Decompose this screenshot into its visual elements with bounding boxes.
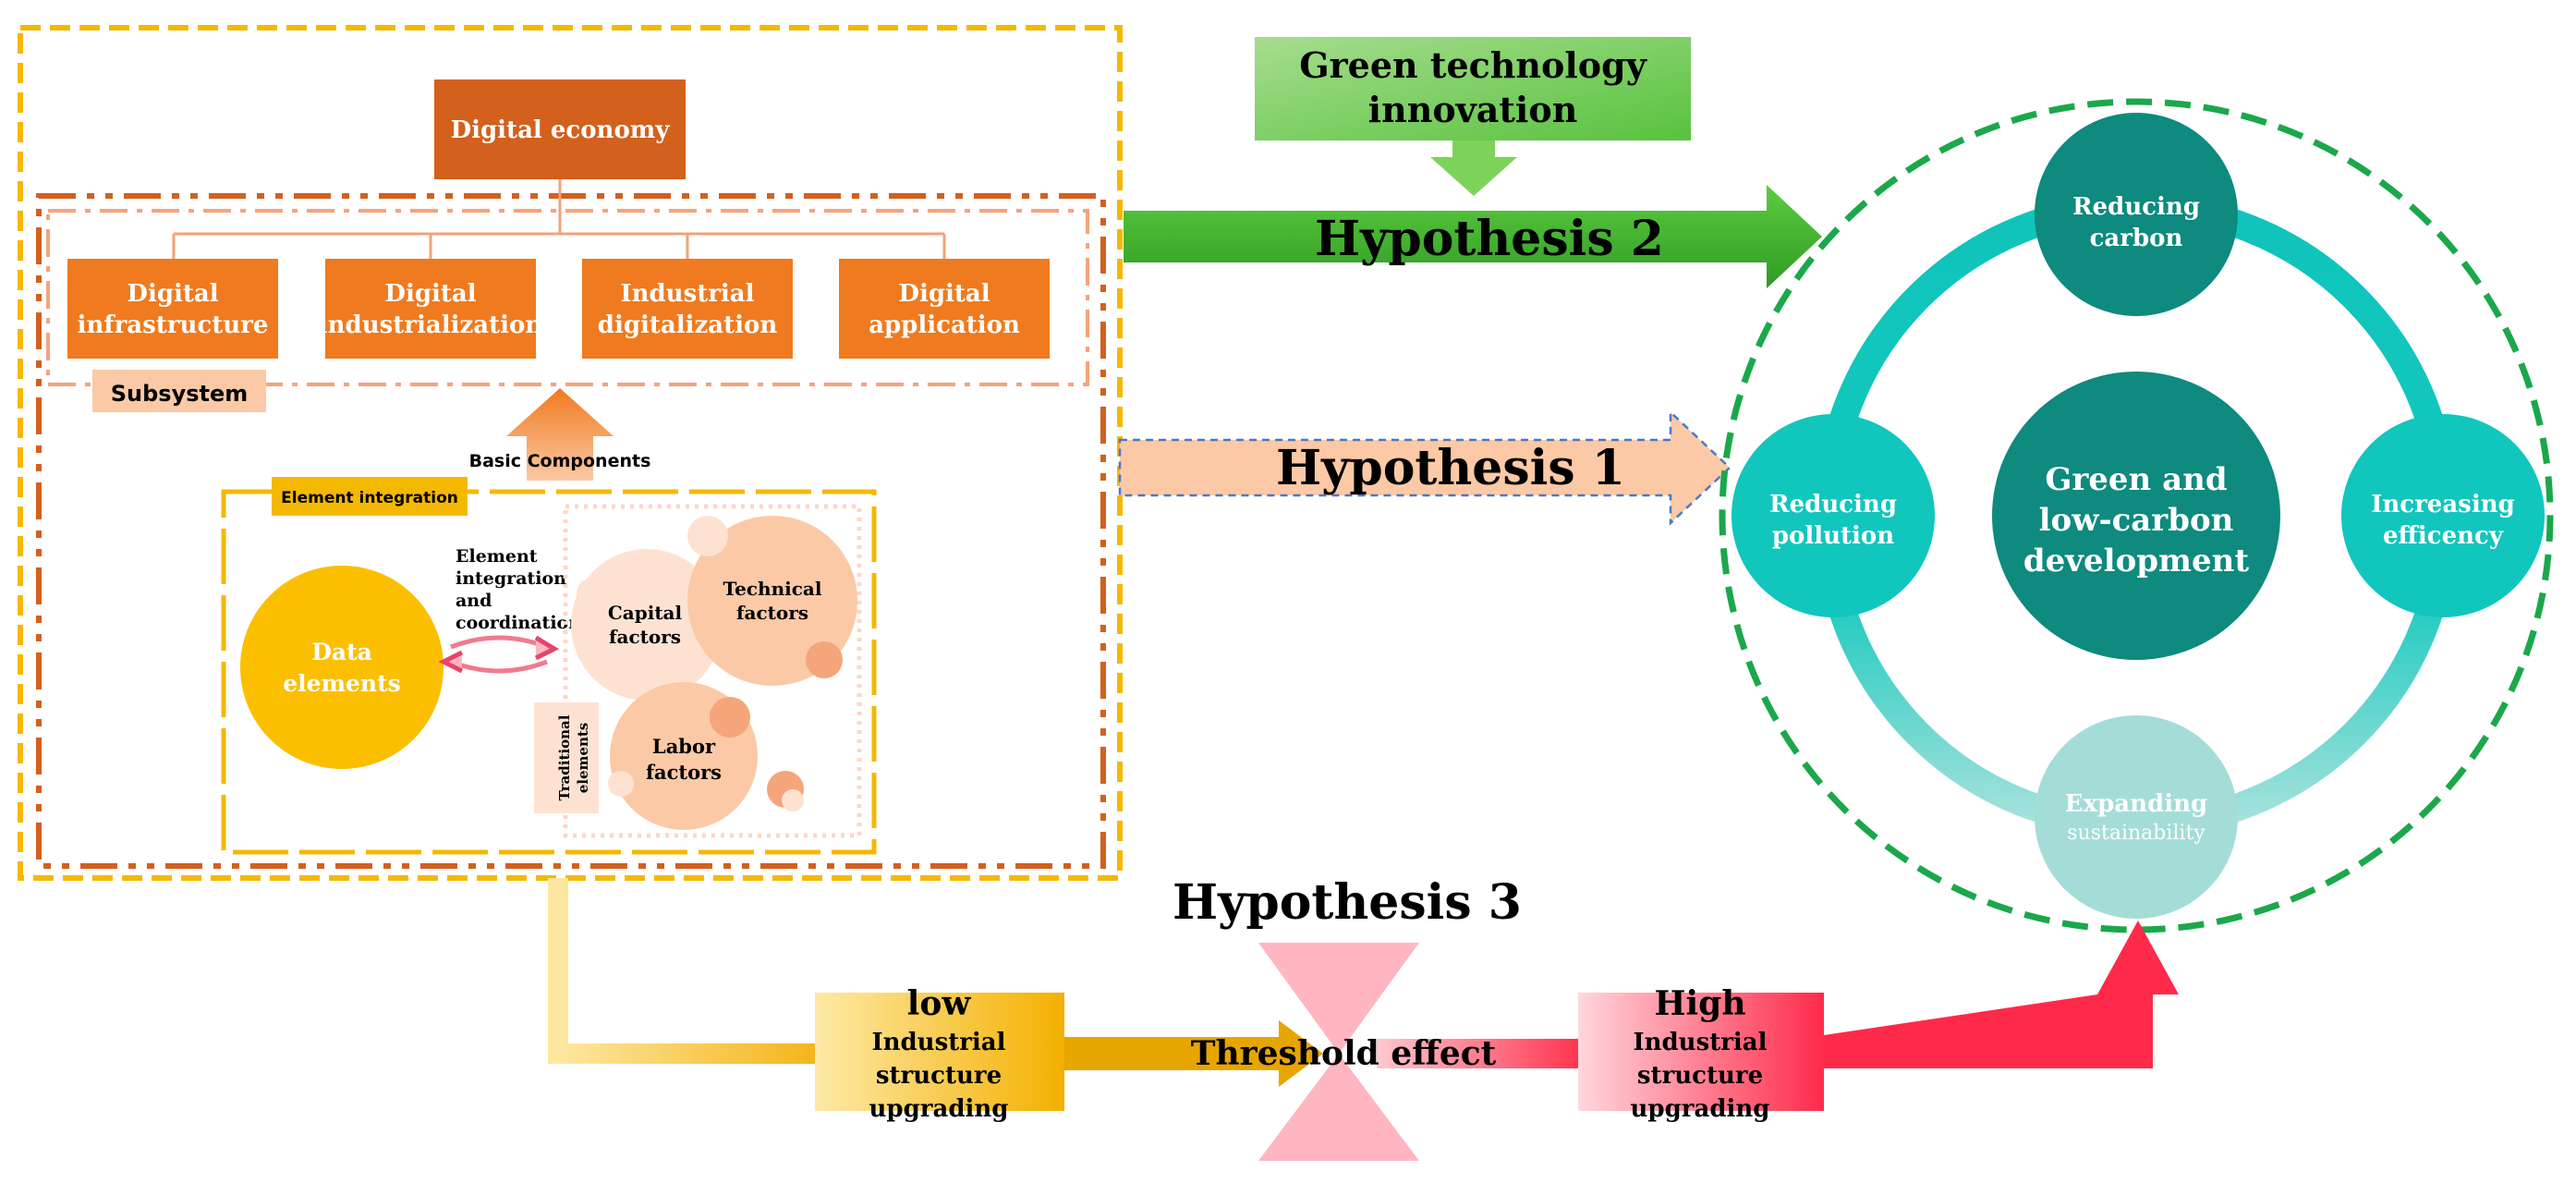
svg-text:Digital: Digital — [898, 280, 990, 308]
expanding-sustainability-circle — [2035, 715, 2238, 919]
svg-text:infrastructure: infrastructure — [78, 311, 269, 339]
svg-text:and: and — [456, 591, 492, 611]
high-label: High — [1654, 984, 1745, 1023]
svg-text:factors: factors — [609, 626, 681, 648]
svg-text:Traditional: Traditional — [556, 714, 573, 800]
digital-economy-inner-frame — [36, 193, 1106, 869]
low-upgrading-box — [815, 993, 1064, 1111]
hypothesis-2-arrow — [1124, 185, 1822, 288]
decor-bubble — [687, 516, 728, 556]
svg-text:factors: factors — [646, 761, 722, 784]
svg-text:carbon: carbon — [2090, 225, 2183, 252]
svg-text:Technical: Technical — [723, 578, 822, 600]
reducing-pollution-circle — [1732, 414, 1935, 617]
green-technology-down-arrow — [1430, 140, 1517, 196]
threshold-effect-label: Threshold effect — [1191, 1034, 1497, 1073]
decor-bubble — [782, 789, 804, 811]
svg-text:Industrial: Industrial — [620, 280, 754, 308]
digital-economy-title: Digital economy — [451, 116, 671, 144]
subsystem-label-box — [92, 370, 266, 412]
hypothesis-2-label: Hypothesis 2 — [1315, 211, 1664, 267]
center-circle — [1992, 372, 2280, 660]
low-label: low — [907, 984, 972, 1023]
traditional-elements-frame — [563, 504, 862, 838]
svg-text:Increasing: Increasing — [2371, 491, 2515, 518]
digital-economy-box — [434, 79, 686, 179]
hypothesis-1-label: Hypothesis 1 — [1276, 440, 1625, 496]
threshold-pink-link — [1377, 1039, 1578, 1068]
high-path-up-arrow — [1824, 921, 2179, 1068]
svg-text:Expanding: Expanding — [2065, 790, 2207, 818]
increasing-efficiency-circle — [2341, 414, 2545, 617]
svg-text:Reducing: Reducing — [1769, 491, 1897, 518]
svg-text:Industrial: Industrial — [1633, 1029, 1767, 1056]
decor-bubble — [608, 771, 634, 797]
svg-text:Data: Data — [311, 639, 372, 665]
basic-components-label: Basic Components — [469, 451, 651, 471]
high-path-up-arrow — [1824, 994, 2123, 1035]
svg-text:Digital: Digital — [127, 280, 218, 308]
low-path-connector — [548, 878, 815, 1064]
svg-text:innovation: innovation — [1368, 89, 1578, 130]
svg-text:Green and: Green and — [2045, 461, 2227, 498]
coordination-label: Element integration and coordination — [456, 546, 581, 633]
subsystem-connectors — [172, 179, 946, 259]
traditional-elements-label: Traditional elements — [556, 714, 591, 800]
subsystem-box-digitalization: Industrial digitalization — [582, 259, 793, 359]
svg-text:sustainability: sustainability — [2067, 822, 2205, 845]
outcome-dashed-boundary — [1719, 98, 2554, 933]
svg-text:integration: integration — [456, 568, 566, 589]
hypothesis-1-arrow — [1118, 409, 1732, 526]
decor-bubble — [806, 641, 843, 678]
basic-components-arrow — [506, 388, 614, 481]
svg-text:industrialization: industrialization — [319, 311, 543, 339]
svg-text:digitalization: digitalization — [598, 311, 778, 339]
decor-bubble — [710, 697, 750, 738]
subsystem-frame — [46, 209, 1089, 386]
hypothesis-3-label: Hypothesis 3 — [1173, 874, 1522, 931]
svg-text:efficency: efficency — [2383, 522, 2504, 550]
element-integration-label: Element integration — [281, 489, 458, 507]
svg-text:Industrial: Industrial — [871, 1029, 1005, 1056]
svg-text:Green technology: Green technology — [1299, 44, 1647, 86]
green-technology-box — [1255, 37, 1691, 140]
high-upgrading-box — [1578, 993, 1824, 1111]
svg-text:Capital: Capital — [608, 602, 683, 624]
data-elements-circle — [240, 566, 444, 769]
svg-text:Element: Element — [456, 546, 538, 567]
element-integration-label-box — [272, 477, 468, 516]
svg-text:pollution: pollution — [1772, 522, 1894, 550]
svg-text:low-carbon: low-carbon — [2039, 502, 2234, 539]
decor-bubble — [577, 579, 606, 608]
svg-text:Reducing: Reducing — [2072, 193, 2200, 221]
svg-text:application: application — [869, 311, 1020, 339]
svg-text:structure: structure — [1637, 1062, 1763, 1090]
traditional-elements-label-box — [534, 702, 599, 813]
subsystem-box-application: Digital application — [839, 259, 1050, 359]
subsystem-box-infrastructure: Digital infrastructure — [67, 259, 278, 359]
svg-text:coordination: coordination — [456, 613, 581, 633]
svg-text:factors: factors — [736, 602, 808, 624]
decor-bubble — [667, 658, 689, 680]
svg-text:structure: structure — [876, 1062, 1002, 1090]
svg-text:elements: elements — [575, 723, 591, 793]
svg-text:upgrading: upgrading — [1631, 1095, 1770, 1123]
threshold-gold-arrow — [1063, 1020, 1323, 1087]
svg-text:upgrading: upgrading — [869, 1095, 1009, 1123]
svg-text:development: development — [2023, 543, 2249, 579]
svg-text:elements: elements — [283, 670, 400, 697]
reducing-carbon-circle — [2035, 113, 2238, 316]
svg-text:Digital: Digital — [384, 280, 476, 308]
cycle-arrows-icon — [438, 635, 560, 674]
subsystem-box-industrialization: Digital industrialization — [319, 259, 543, 359]
threshold-hourglass — [1258, 943, 1419, 1161]
subsystem-label: Subsystem — [111, 381, 249, 407]
svg-text:Labor: Labor — [652, 735, 716, 758]
element-integration-frame — [221, 489, 877, 855]
technical-factors-circle — [687, 516, 857, 686]
